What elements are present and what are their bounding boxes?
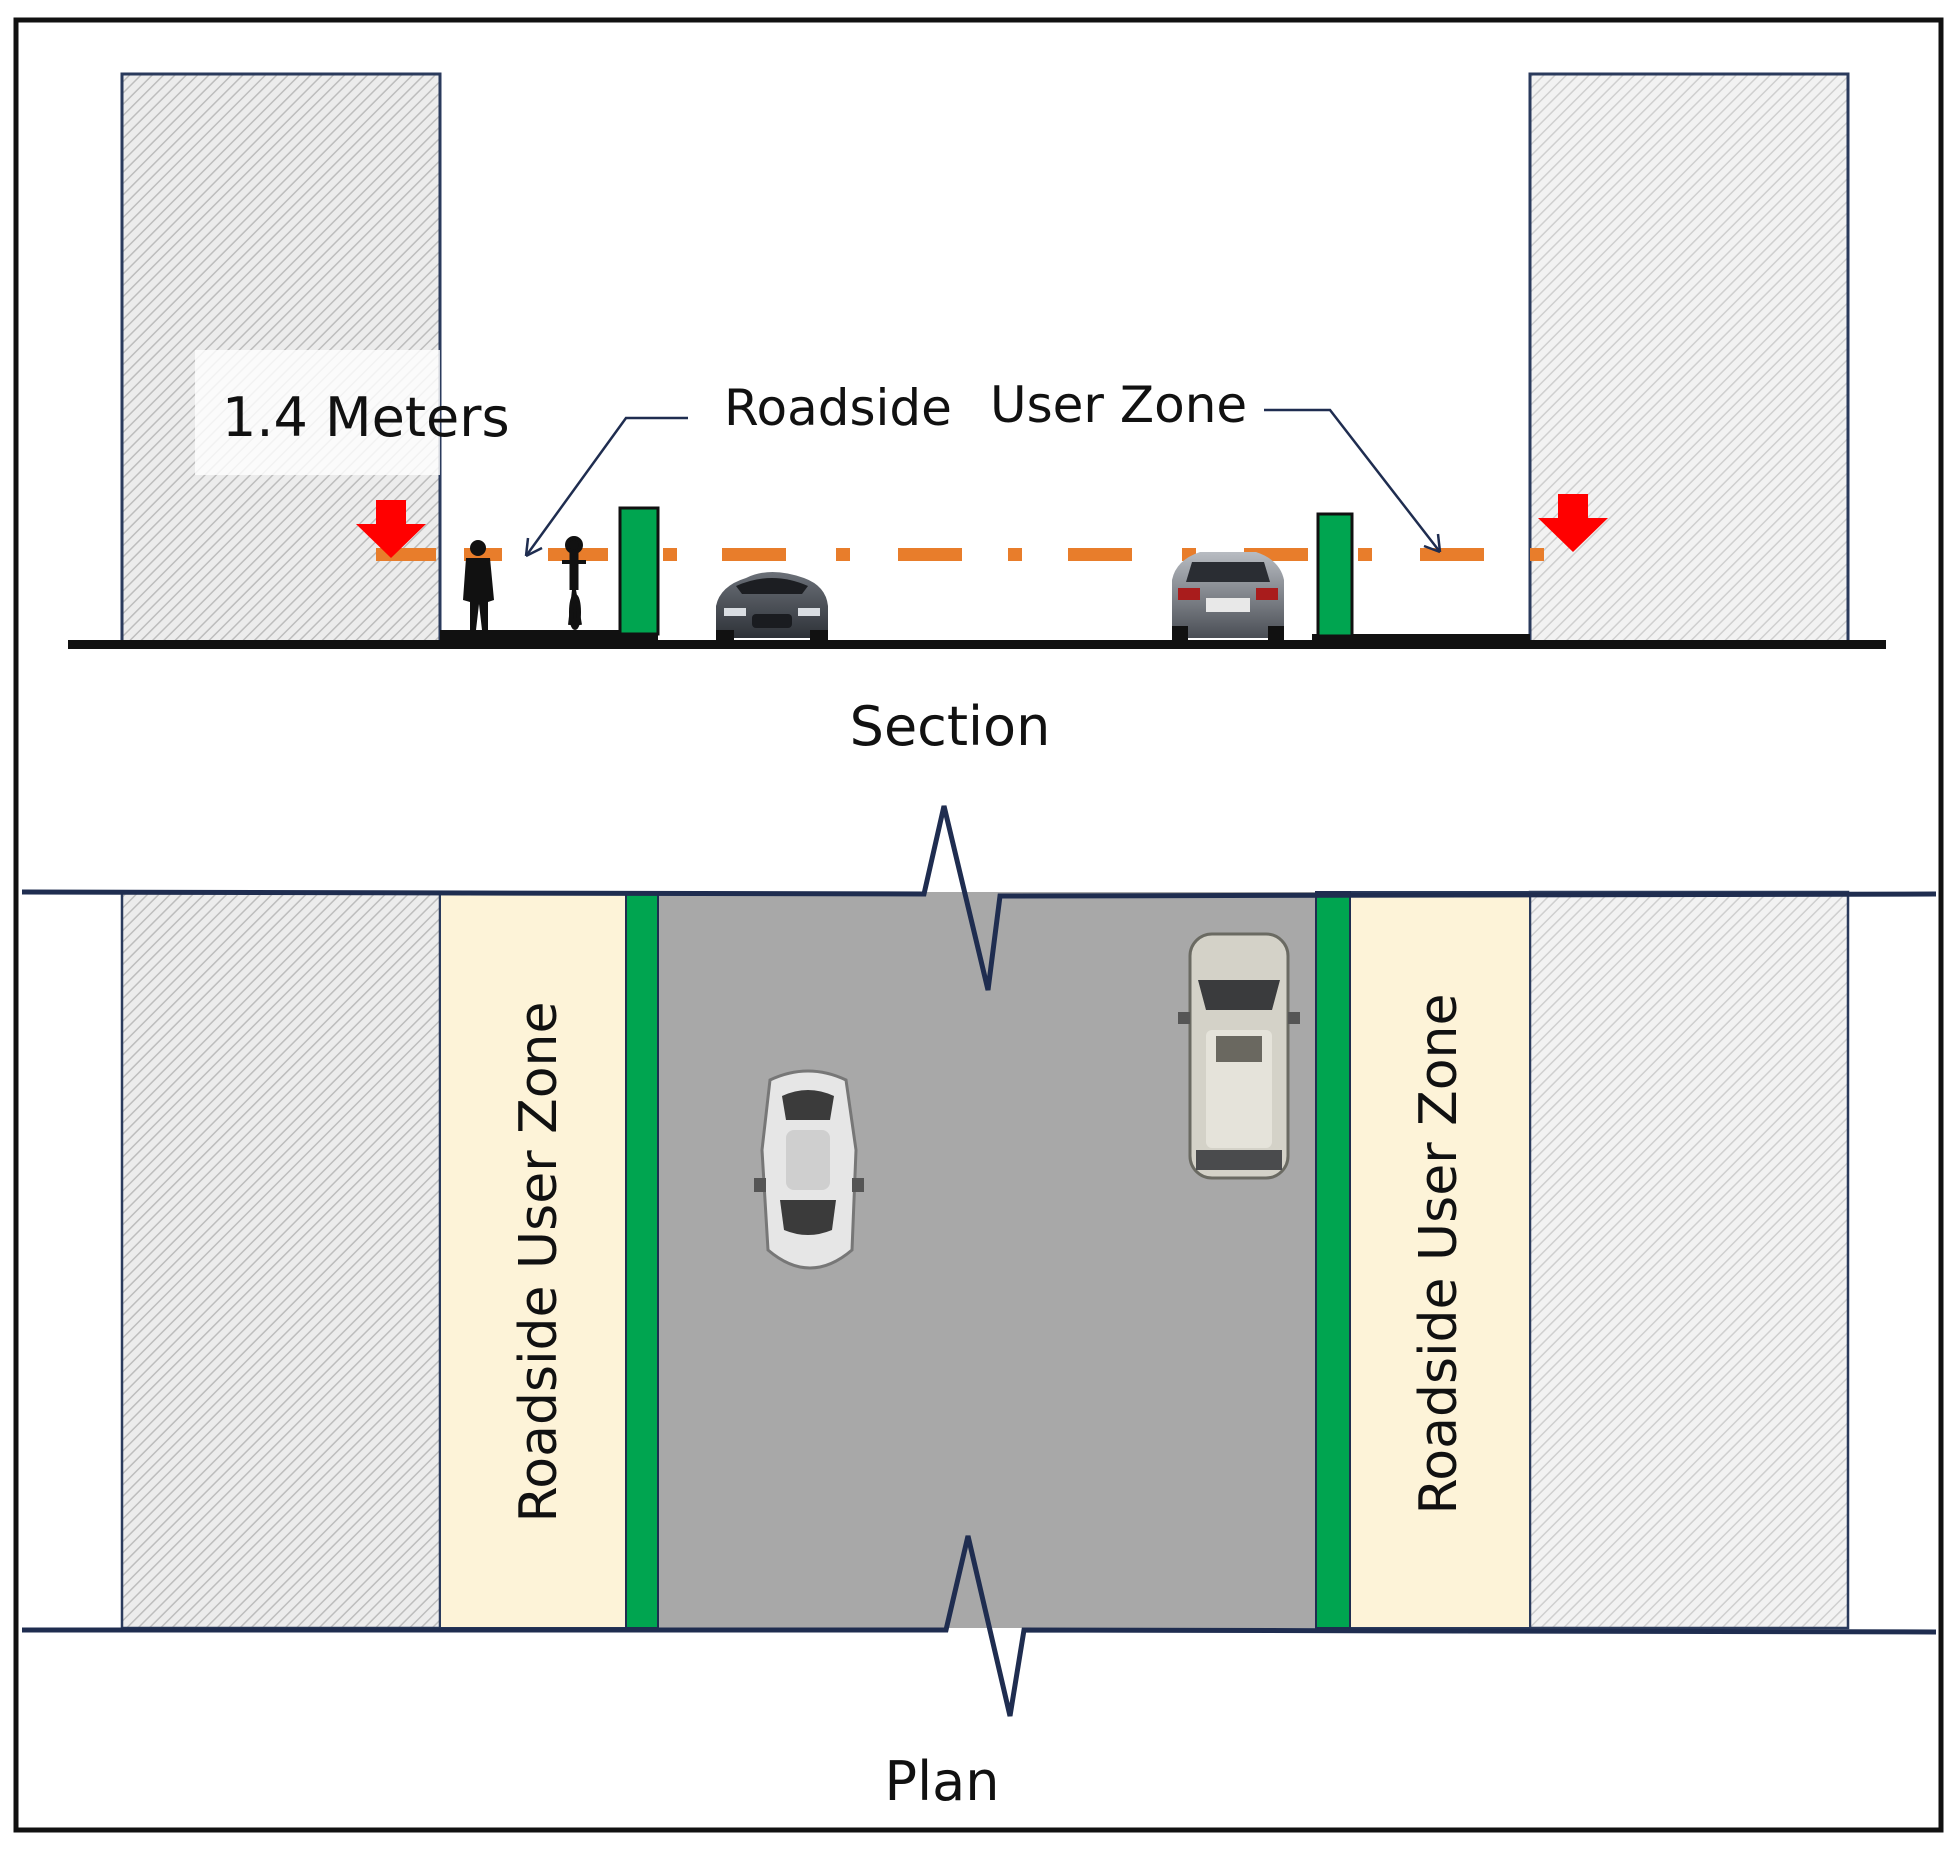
section-curb-post-right [1316,512,1354,638]
plan-building-left [120,890,442,1630]
zone-leader-left [524,416,688,558]
sports-car-top-icon [754,1069,864,1270]
height-label: 1.4 Meters [222,386,510,449]
plan-curb-left [625,891,659,1629]
section-caption: Section [850,695,1051,758]
hatchback-rear-icon [1172,552,1284,640]
sidewalk-platform-left [440,630,658,642]
ground-line [68,640,1886,649]
plan-building-right [1528,890,1850,1630]
arrow-down-icon [356,500,426,558]
section-building-right [1528,72,1850,646]
section-zone-label-left: Roadside [724,379,952,437]
plan-zone-label-left: Roadside User Zone [509,1002,569,1523]
pedestrian-icon [463,540,494,630]
sidewalk-platform-right [1312,634,1530,644]
arrow-down-icon [1538,494,1608,552]
sports-car-front-icon [716,572,828,640]
plan-sidewalk-right [1349,891,1531,1629]
height-label-box [195,350,440,475]
plan-curb-right [1315,891,1351,1629]
plan-caption: Plan [885,1750,1000,1813]
section-view: 1.4 Meters [68,72,1886,758]
suv-top-icon [1178,932,1300,1180]
eye-height-line [376,548,1544,561]
break-line-top [21,805,1937,991]
cyclist-icon [562,536,586,630]
plan-zone-label-right: Roadside User Zone [1409,994,1469,1515]
plan-view: Roadside User Zone Roadside User Zone Pl… [21,805,1937,1813]
zone-leader-right [1264,408,1442,554]
section-zone-label-right: User Zone [990,376,1247,434]
plan-sidewalk-left [439,891,627,1629]
section-curb-post-left [618,506,660,636]
break-line-bottom [22,1535,1937,1717]
